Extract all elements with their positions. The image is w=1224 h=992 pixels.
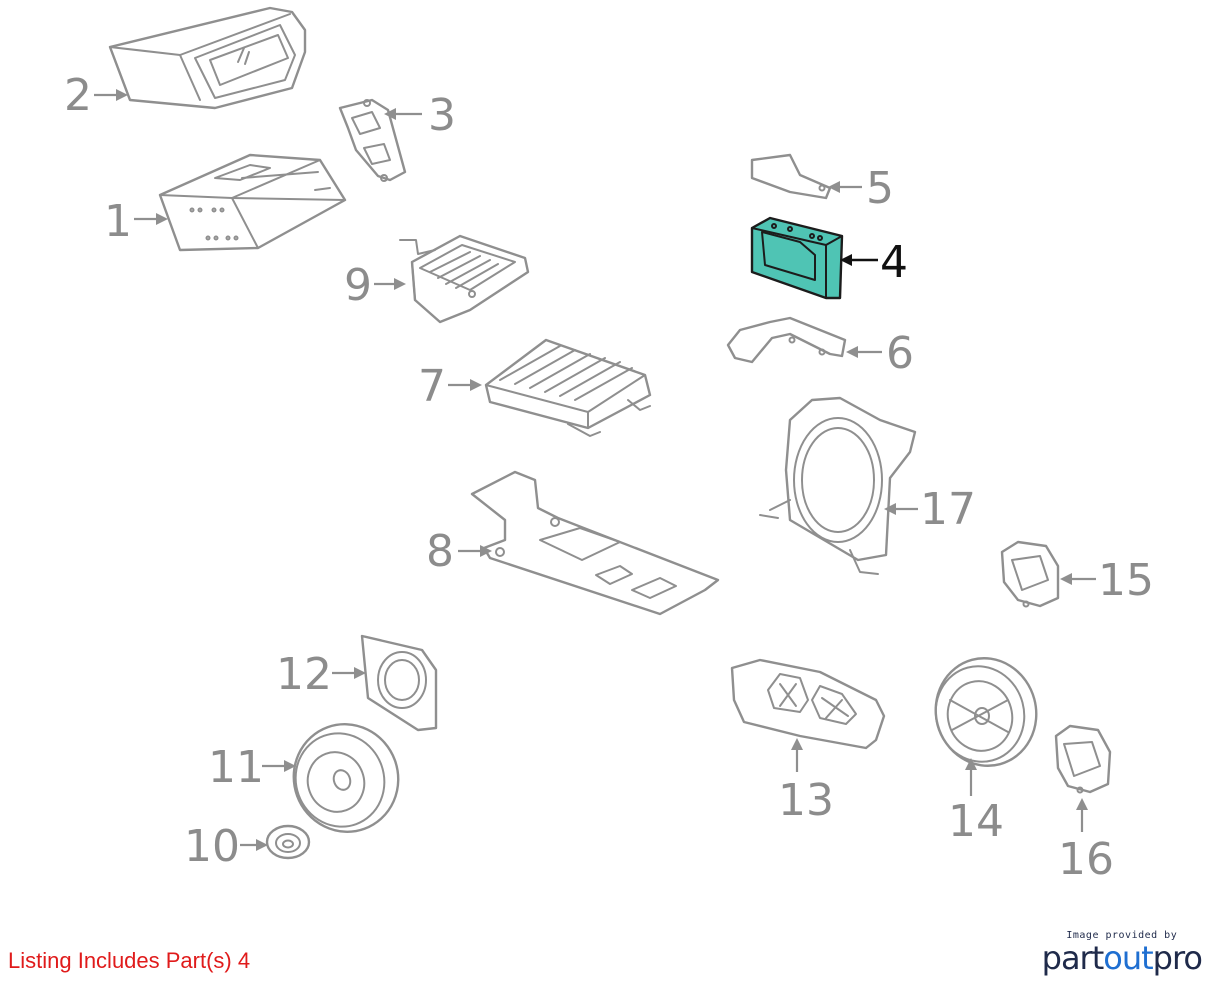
callout-6[interactable]: 6	[846, 328, 914, 379]
credit-caption: Image provided by	[1066, 930, 1178, 941]
part-17[interactable]	[759, 396, 917, 575]
callout-3[interactable]: 3	[384, 90, 456, 141]
part-10[interactable]	[265, 824, 311, 860]
callout-number: 2	[64, 70, 92, 121]
callout-8[interactable]: 8	[426, 526, 492, 577]
callout-number: 1	[104, 196, 132, 247]
part-13[interactable]	[730, 658, 886, 750]
part-12[interactable]	[360, 634, 438, 732]
callout-1[interactable]: 1	[104, 196, 168, 247]
callout-15[interactable]: 15	[1060, 555, 1154, 606]
callout-number: 16	[1058, 834, 1114, 885]
part-15[interactable]	[1000, 540, 1060, 608]
part-5[interactable]	[750, 153, 832, 200]
part-1[interactable]	[158, 153, 347, 252]
callout-17[interactable]: 17	[884, 484, 976, 535]
callout-9[interactable]: 9	[344, 260, 406, 311]
callout-16[interactable]: 16	[1058, 798, 1114, 885]
callout-number: 12	[276, 649, 332, 700]
part-4[interactable]	[750, 216, 844, 300]
brand-part2: out	[1103, 939, 1153, 977]
callout-number: 6	[886, 328, 914, 379]
callout-12[interactable]: 12	[276, 649, 366, 700]
callout-number: 5	[866, 163, 894, 214]
callout-number: 7	[418, 361, 446, 412]
part-2[interactable]	[108, 6, 307, 110]
callout-number: 8	[426, 526, 454, 577]
part-7[interactable]	[484, 338, 652, 437]
callout-13[interactable]: 13	[778, 738, 834, 826]
part-9[interactable]	[399, 234, 530, 324]
image-credit: Image provided by partoutpro	[1041, 930, 1203, 977]
callout-number: 10	[184, 821, 240, 872]
callout-14[interactable]: 14	[948, 758, 1004, 847]
callout-4[interactable]: 4	[840, 237, 908, 288]
callout-number: 3	[428, 90, 456, 141]
callout-2[interactable]: 2	[64, 70, 128, 121]
callout-11[interactable]: 11	[208, 742, 296, 793]
callout-number: 9	[344, 260, 372, 311]
part-6[interactable]	[726, 316, 847, 364]
callout-number: 14	[948, 796, 1004, 847]
part-8[interactable]	[470, 470, 720, 616]
callout-10[interactable]: 10	[184, 821, 268, 872]
callout-number: 4	[880, 237, 908, 288]
part-16[interactable]	[1054, 724, 1112, 794]
callout-7[interactable]: 7	[418, 361, 482, 412]
callout-number: 15	[1098, 555, 1154, 606]
part-14[interactable]	[924, 647, 1049, 777]
listing-note: Listing Includes Part(s) 4	[8, 948, 251, 973]
part-3[interactable]	[338, 98, 407, 182]
brand-part3: pro	[1152, 939, 1203, 977]
brand-part1: part	[1041, 939, 1105, 977]
part-11[interactable]	[279, 709, 414, 846]
partoutpro-logo: partoutpro	[1041, 939, 1203, 977]
callout-number: 11	[208, 742, 264, 793]
callout-5[interactable]: 5	[828, 163, 894, 214]
callout-number: 13	[778, 775, 834, 826]
callout-number: 17	[920, 484, 976, 535]
